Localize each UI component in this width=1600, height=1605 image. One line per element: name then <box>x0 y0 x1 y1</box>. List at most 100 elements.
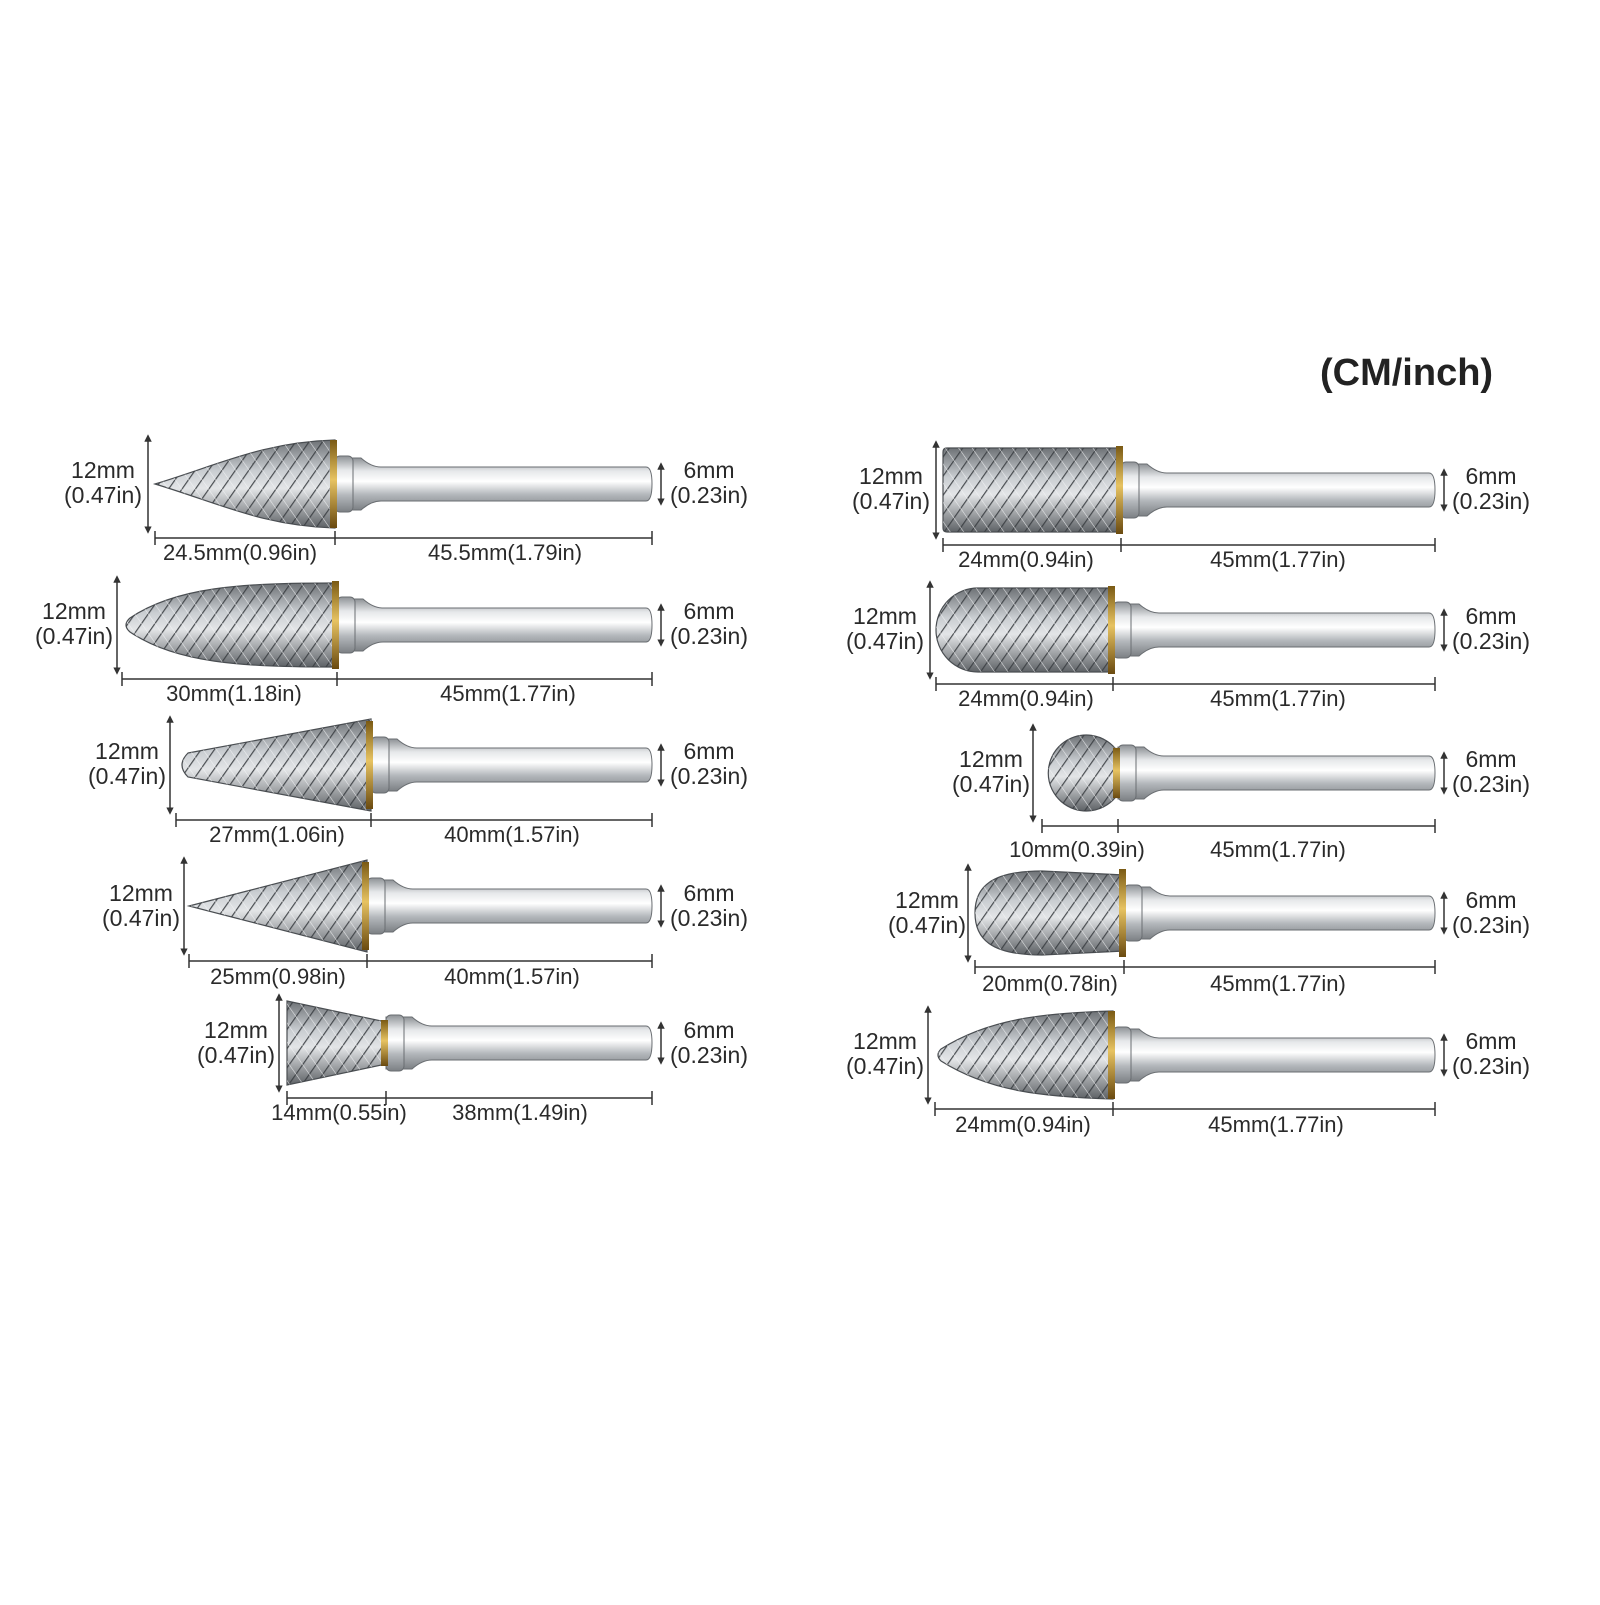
shank-diameter-in: (0.23in) <box>670 623 748 649</box>
shank-diameter-mm: 6mm <box>1465 463 1516 489</box>
shank-length-label: 45.5mm(1.79in) <box>428 540 582 565</box>
shank-length-label: 40mm(1.57in) <box>444 964 580 989</box>
shank <box>1117 746 1436 800</box>
head-length-label: 24mm(0.94in) <box>958 686 1094 711</box>
shank <box>336 598 653 652</box>
shank <box>1123 886 1436 940</box>
head-diameter-in: (0.47in) <box>88 763 166 789</box>
head-length-label: 24.5mm(0.96in) <box>163 540 317 565</box>
head-diameter-mm: 12mm <box>71 457 135 483</box>
shank-diameter-mm: 6mm <box>683 457 734 483</box>
shank-length-label: 45mm(1.77in) <box>1210 837 1346 862</box>
shank-length-label: 38mm(1.49in) <box>452 1100 588 1125</box>
shank-diameter-in: (0.23in) <box>670 905 748 931</box>
head-diameter-mm: 12mm <box>42 598 106 624</box>
flute-pattern-cross <box>943 448 1121 532</box>
brazed-collar <box>1119 869 1126 957</box>
head-diameter-in: (0.47in) <box>888 912 966 938</box>
shank-diameter-mm: 6mm <box>683 598 734 624</box>
head-diameter-mm: 12mm <box>95 738 159 764</box>
head-diameter-mm: 12mm <box>204 1017 268 1043</box>
brazed-collar <box>362 862 369 950</box>
flute-pattern-cross <box>938 1011 1113 1099</box>
burr-oval: 12mm(0.47in)6mm(0.23in)20mm(0.78in)45mm(… <box>888 863 1530 996</box>
brazed-collar <box>1116 446 1123 534</box>
shank-diameter-mm: 6mm <box>1465 603 1516 629</box>
head-length-label: 20mm(0.78in) <box>982 971 1118 996</box>
neck <box>336 596 356 654</box>
shank-diameter-in: (0.23in) <box>1452 912 1530 938</box>
brazed-collar <box>1108 586 1115 674</box>
flute-pattern-cross <box>182 719 371 811</box>
neck <box>1112 601 1132 659</box>
brazed-collar <box>1108 1011 1115 1099</box>
head-diameter-in: (0.47in) <box>846 628 924 654</box>
head-diameter-in: (0.47in) <box>952 771 1030 797</box>
flute-pattern-cross <box>936 588 1113 672</box>
shank-diameter-in: (0.23in) <box>1452 628 1530 654</box>
shank-diameter-in: (0.23in) <box>670 1042 748 1068</box>
flute-pattern-cross <box>1048 735 1118 812</box>
head-length-label: 27mm(1.06in) <box>209 822 345 847</box>
brazed-collar <box>1113 747 1120 799</box>
shank-diameter-mm: 6mm <box>683 738 734 764</box>
shank <box>370 738 653 792</box>
shank <box>385 1016 653 1070</box>
flute-pattern-cross <box>975 871 1124 955</box>
shank <box>366 879 653 933</box>
burr-flame: 12mm(0.47in)6mm(0.23in)24mm(0.94in)45mm(… <box>846 1005 1530 1137</box>
burr-inverted-cone: 12mm(0.47in) 6mm(0.23in) 14mm(0.55in) 38mm(… <box>197 993 748 1125</box>
burr-cylinder-ball-nose: 12mm(0.47in)6mm(0.23in)24mm(0.94in)45mm(… <box>846 580 1530 711</box>
neck <box>1123 884 1143 942</box>
flute-pattern-cross <box>189 860 367 952</box>
head-diameter-in: (0.47in) <box>102 905 180 931</box>
neck <box>1112 1026 1132 1084</box>
head-length-label: 14mm(0.55in) <box>271 1100 407 1125</box>
shank <box>1112 1028 1436 1082</box>
burr-ball: 12mm(0.47in)6mm(0.23in)10mm(0.39in)45mm(… <box>952 723 1530 862</box>
burr-pointed-cone: 12mm(0.47in)6mm(0.23in)25mm(0.98in)40mm(… <box>102 856 748 989</box>
head-diameter-in: (0.47in) <box>852 488 930 514</box>
brazed-collar <box>381 1020 388 1066</box>
shank-length-label: 45mm(1.77in) <box>1208 1112 1344 1137</box>
head-length-label: 24mm(0.94in) <box>955 1112 1091 1137</box>
neck <box>1120 461 1140 519</box>
shank-diameter-mm: 6mm <box>1465 887 1516 913</box>
unit-note: (CM/inch) <box>1320 352 1494 394</box>
shank-diameter-mm: 6mm <box>683 880 734 906</box>
brazed-collar <box>330 440 337 528</box>
shank-diameter-in: (0.23in) <box>1452 488 1530 514</box>
head-length-label: 10mm(0.39in) <box>1009 837 1145 862</box>
shank-length-label: 45mm(1.77in) <box>1210 547 1346 572</box>
head-diameter-mm: 12mm <box>853 1028 917 1054</box>
head-diameter-mm: 12mm <box>109 880 173 906</box>
shank-length-label: 40mm(1.57in) <box>444 822 580 847</box>
brazed-collar <box>332 581 339 669</box>
head-diameter-mm: 12mm <box>853 603 917 629</box>
head-diameter-in: (0.47in) <box>846 1053 924 1079</box>
shank <box>334 457 653 511</box>
shank-length-label: 45mm(1.77in) <box>440 681 576 706</box>
head-length-label: 30mm(1.18in) <box>166 681 302 706</box>
head-diameter-mm: 12mm <box>959 746 1023 772</box>
head-diameter-mm: 12mm <box>859 463 923 489</box>
shank-diameter-in: (0.23in) <box>670 482 748 508</box>
neck <box>366 877 386 935</box>
burr-cylinder: 12mm(0.47in) 6mm(0.23in) 24mm(0.94in) 45mm(… <box>852 440 1530 572</box>
burr-cone-ball-nose: 12mm(0.47in) 6mm(0.23in) 27mm(1.06in) 40mm(… <box>88 715 748 847</box>
head-length-label: 24mm(0.94in) <box>958 547 1094 572</box>
neck <box>1117 744 1137 802</box>
burr-tree-radius: 12mm(0.47in)6mm(0.23in)30mm(1.18in)45mm(… <box>35 575 748 706</box>
shank-diameter-mm: 6mm <box>683 1017 734 1043</box>
neck <box>385 1014 405 1072</box>
burr-pointed-tree: 12mm(0.47in) 6mm(0.23in) 24.5mm(0.96in) 45.… <box>64 434 748 565</box>
head-diameter-in: (0.47in) <box>197 1042 275 1068</box>
flute-pattern-cross <box>287 1001 386 1085</box>
flute-pattern-cross <box>155 440 335 528</box>
shank-diameter-mm: 6mm <box>1465 746 1516 772</box>
head-diameter-in: (0.47in) <box>64 482 142 508</box>
shank-diameter-in: (0.23in) <box>670 763 748 789</box>
head-diameter-mm: 12mm <box>895 887 959 913</box>
